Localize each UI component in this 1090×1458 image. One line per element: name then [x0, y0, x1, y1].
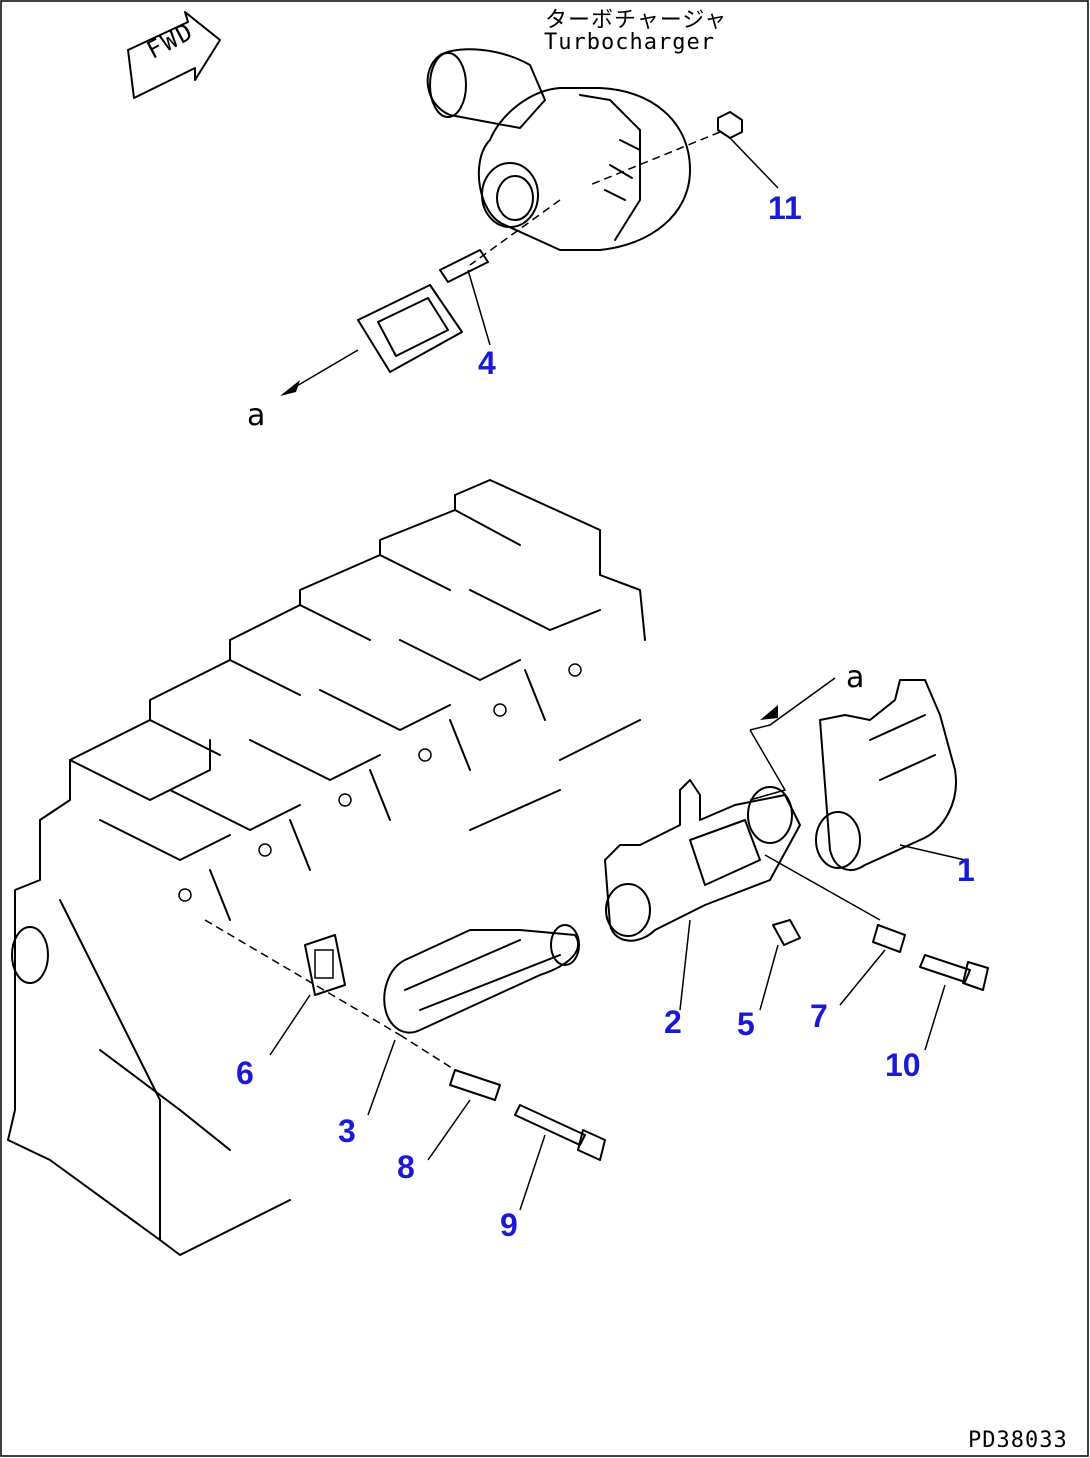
turbocharger-drawing	[280, 48, 779, 396]
callout-6[interactable]: 6	[236, 1055, 254, 1091]
figure-code: PD38033	[968, 1428, 1068, 1453]
reference-mark-a-upper: a	[247, 398, 266, 433]
manifold-1-drawing	[815, 679, 966, 871]
gasket-6-drawing	[269, 934, 346, 1056]
callout-9[interactable]: 9	[500, 1207, 518, 1243]
callout-2[interactable]: 2	[664, 1004, 682, 1040]
manifold-3-drawing	[367, 924, 580, 1116]
bolt-9-drawing	[514, 1104, 606, 1211]
callout-3[interactable]: 3	[338, 1113, 356, 1149]
callout-11[interactable]: 11	[768, 190, 802, 226]
callout-1[interactable]: 1	[957, 852, 975, 888]
callout-5[interactable]: 5	[737, 1006, 755, 1042]
reference-mark-a-lower: a	[846, 660, 865, 695]
reference-arrow-icon	[749, 677, 836, 731]
engine-block-drawing	[7, 479, 646, 1256]
sleeve-7-drawing	[839, 924, 906, 1006]
callout-7[interactable]: 7	[810, 998, 828, 1034]
callout-8[interactable]: 8	[397, 1149, 415, 1185]
sleeve-8-drawing	[399, 1034, 501, 1161]
plug-5-drawing	[759, 919, 801, 1011]
callout-4[interactable]: 4	[478, 345, 496, 381]
title-english: Turbocharger	[544, 30, 715, 55]
manifold-2-drawing	[604, 729, 881, 1011]
title-japanese: ターボチャージャ	[545, 8, 728, 33]
callout-10[interactable]: 10	[885, 1047, 921, 1083]
fwd-arrow-icon	[127, 11, 221, 99]
bolt-10-drawing	[919, 954, 989, 1051]
